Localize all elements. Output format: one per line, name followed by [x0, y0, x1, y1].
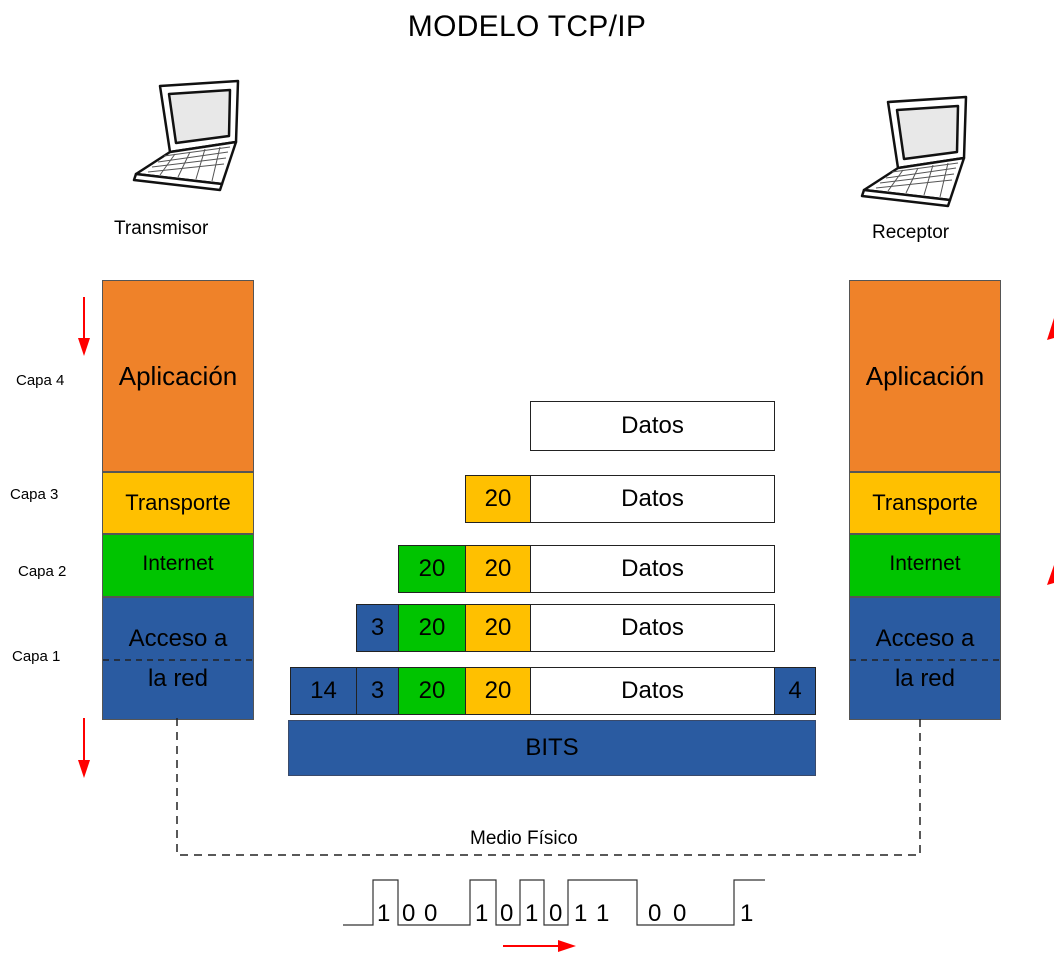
row3-internet-header-text: 20 — [418, 555, 446, 582]
sender-label: Transmisor — [114, 218, 209, 239]
receiver-label: Receptor — [872, 222, 950, 243]
row5-frame-header: 14 — [290, 667, 357, 715]
receiver-layer-transporte: Transporte — [849, 472, 1001, 534]
row4-access-header-text: 3 — [370, 614, 385, 641]
sender-acceso-line1: Acceso a — [128, 624, 228, 652]
row4-datos-text: Datos — [621, 614, 684, 641]
sender-layer-transporte: Transporte — [102, 472, 254, 534]
row3-transport-header: 20 — [465, 545, 531, 593]
row4-access-header: 3 — [356, 604, 399, 652]
diagram-title: MODELO TCP/IP — [407, 10, 647, 43]
physical-medium-path — [176, 718, 921, 856]
bit-label: 0 — [648, 900, 662, 927]
sender-laptop-icon — [132, 79, 240, 192]
sender-layer-acceso: Acceso a la red — [102, 597, 254, 720]
row5-frame-header-text: 14 — [310, 677, 337, 704]
row2-datos-text: Datos — [621, 485, 684, 512]
row5-internet-header-text: 20 — [418, 677, 446, 704]
bit-label: 1 — [377, 900, 391, 927]
bit-label: 1 — [740, 900, 754, 927]
row2-transport-header-text: 20 — [484, 485, 512, 512]
row5-frame-trailer-text: 4 — [788, 677, 802, 704]
receiver-layer-aplicacion: Aplicación — [849, 280, 1001, 472]
down-arrow-top-icon — [78, 297, 90, 356]
row5-frame-trailer: 4 — [774, 667, 816, 715]
row4-internet-header-text: 20 — [418, 614, 446, 641]
bit-label: 1 — [574, 900, 588, 927]
row3-datos: Datos — [530, 545, 775, 593]
sender-transporte-text: Transporte — [125, 490, 231, 515]
receiver-acceso-line1: Acceso a — [875, 624, 975, 652]
bit-label: 0 — [402, 900, 416, 927]
capa2-label: Capa 2 — [18, 563, 67, 580]
sender-layer-aplicacion: Aplicación — [102, 280, 254, 472]
down-arrow-bottom-icon — [78, 718, 90, 778]
capa4-label: Capa 4 — [16, 372, 65, 389]
sender-layer-internet: Internet — [102, 534, 254, 597]
sender-aplicacion-text: Aplicación — [118, 360, 238, 391]
medium-label: Medio Físico — [470, 828, 578, 849]
bit-label: 1 — [596, 900, 610, 927]
row5-access-header: 3 — [356, 667, 399, 715]
bit-label: 0 — [424, 900, 438, 927]
row5-transport-header: 20 — [465, 667, 531, 715]
row3-transport-header-text: 20 — [484, 555, 512, 582]
bits-bar-text: BITS — [525, 734, 579, 761]
bit-label: 1 — [525, 900, 539, 927]
row2-datos: Datos — [530, 475, 775, 523]
row5-datos: Datos — [530, 667, 775, 715]
right-arrow-icon — [503, 940, 576, 952]
row4-datos: Datos — [530, 604, 775, 652]
row3-datos-text: Datos — [621, 555, 684, 582]
row5-internet-header: 20 — [398, 667, 466, 715]
receiver-acceso-line2: la red — [894, 664, 956, 692]
row1-datos-text: Datos — [621, 412, 684, 439]
bit-waveform — [343, 879, 765, 926]
receiver-aplicacion-text: Aplicación — [865, 360, 985, 391]
bit-label: 0 — [549, 900, 563, 927]
row4-transport-header-text: 20 — [484, 614, 512, 641]
row3-internet-header: 20 — [398, 545, 466, 593]
receiver-layer-internet: Internet — [849, 534, 1001, 597]
row5-access-header-text: 3 — [370, 677, 385, 704]
receiver-transporte-text: Transporte — [872, 490, 978, 515]
sender-internet-text: Internet — [142, 551, 214, 575]
receiver-internet-text: Internet — [889, 551, 961, 575]
sender-acceso-line2: la red — [147, 664, 209, 692]
row5-transport-header-text: 20 — [484, 677, 512, 704]
capa1-label: Capa 1 — [12, 648, 61, 665]
receiver-layer-acceso: Acceso a la red — [849, 597, 1001, 720]
receiver-laptop-icon — [860, 95, 968, 208]
bits-bar: BITS — [288, 720, 816, 776]
row2-transport-header: 20 — [465, 475, 531, 523]
row4-internet-header: 20 — [398, 604, 466, 652]
up-arrow-top-icon — [1047, 318, 1054, 340]
capa3-label: Capa 3 — [10, 486, 59, 503]
row5-datos-text: Datos — [621, 677, 684, 704]
bit-label: 0 — [500, 900, 514, 927]
up-arrow-bottom-icon — [1047, 565, 1054, 585]
bit-label: 1 — [475, 900, 489, 927]
row1-datos: Datos — [530, 401, 775, 451]
bit-label: 0 — [673, 900, 687, 927]
row4-transport-header: 20 — [465, 604, 531, 652]
